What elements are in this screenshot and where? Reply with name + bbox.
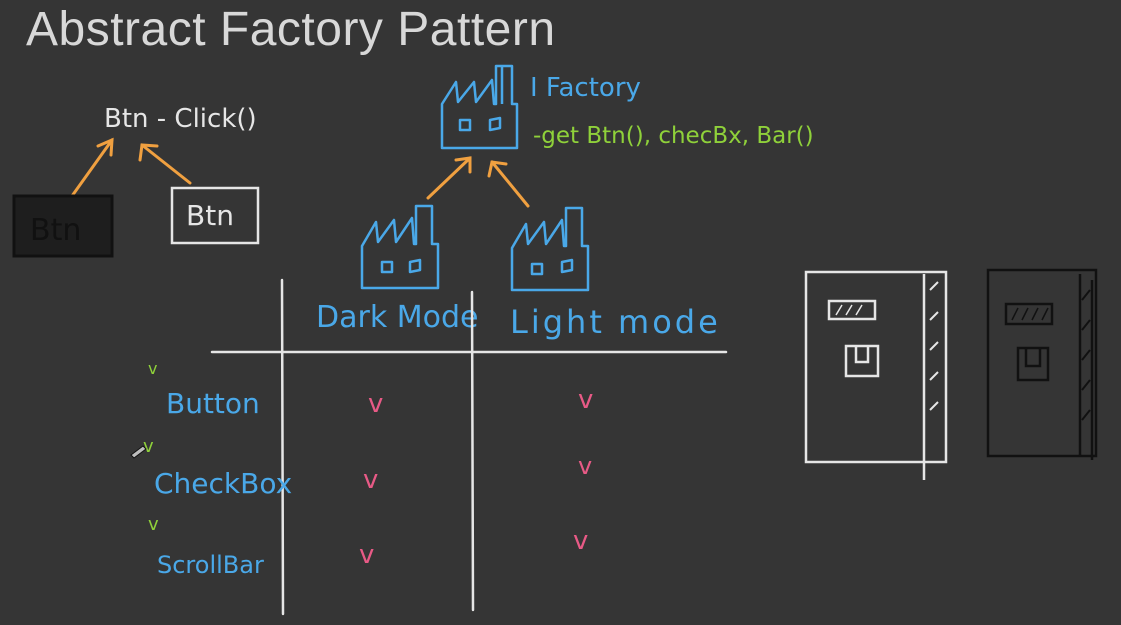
column-header-light: Light mode (510, 303, 721, 341)
dark-window-sketch (986, 268, 1098, 460)
check-light-button: v (578, 385, 593, 415)
row-tick-checkbox: v (143, 436, 154, 457)
row-label-button: Button (166, 387, 260, 420)
factory-methods: -get Btn(), checBx, Bar() (533, 123, 814, 149)
page-title: Abstract Factory Pattern (26, 3, 556, 56)
light-btn-label: Btn (186, 199, 234, 232)
check-light-checkbox: v (578, 452, 592, 480)
dark-btn-box: Btn (12, 194, 114, 258)
row-label-checkbox: CheckBox (154, 467, 292, 500)
pen-cursor-icon (130, 445, 147, 459)
light-btn-box: Btn (170, 186, 260, 245)
arrowhead-light-factory (487, 160, 508, 178)
light-window-sketch (804, 270, 948, 480)
check-dark-checkbox: v (363, 465, 378, 495)
table-left-divider (280, 278, 285, 616)
factory-icon (440, 64, 519, 150)
table-grid (210, 278, 728, 616)
arrow-light-factory (490, 160, 530, 208)
row-tick-scrollbar: v (148, 514, 159, 535)
check-dark-button: v (368, 389, 383, 419)
row-label-scrollbar: ScrollBar (157, 551, 264, 579)
check-dark-scrollbar: v (359, 540, 374, 570)
arrow-light-btn (140, 143, 192, 185)
arrowhead-dark-factory (454, 156, 472, 174)
arrowhead-light-btn (138, 143, 159, 162)
table-middle-divider (470, 290, 475, 612)
dark-btn-label: Btn (30, 213, 81, 248)
column-header-dark: Dark Mode (316, 300, 478, 335)
factory-label: I Factory (530, 73, 641, 103)
checkmarks: v v v v v v (359, 385, 593, 570)
interface-arrows (70, 137, 192, 198)
arrow-dark-btn (70, 138, 114, 198)
light-factory-icon (510, 206, 590, 292)
interface-label: Btn - Click() (104, 104, 257, 134)
check-light-scrollbar: v (573, 526, 588, 556)
row-tick-button: v (148, 359, 157, 378)
dark-factory-icon (360, 204, 440, 290)
arrow-dark-factory (426, 156, 472, 200)
factory-arrows (426, 156, 530, 208)
arrowhead-dark-btn (96, 137, 114, 157)
